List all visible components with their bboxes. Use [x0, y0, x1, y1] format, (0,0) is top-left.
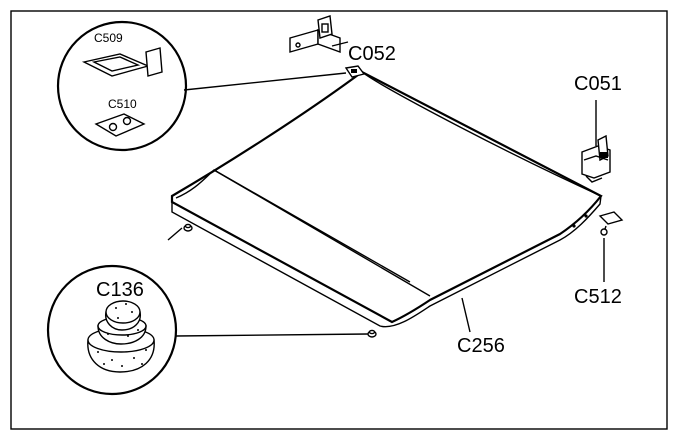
- foot-marker-left: [183, 223, 193, 232]
- foot-marker-bottom: [367, 329, 377, 338]
- hinge-c052: [289, 15, 349, 53]
- label-c052: C052: [348, 43, 396, 65]
- label-c509: C509: [94, 31, 123, 45]
- detail-circle-top: [56, 20, 347, 152]
- label-c256: C256: [457, 335, 505, 357]
- label-c512: C512: [574, 286, 622, 308]
- diagram-frame: [10, 10, 668, 430]
- bracket-c512: [598, 211, 624, 236]
- hinge-c051: [581, 134, 611, 183]
- label-c051: C051: [574, 73, 622, 95]
- bracket-c509-on-cover: [344, 65, 366, 78]
- leader-c256: [461, 297, 471, 333]
- top-cover-panel: [170, 70, 603, 328]
- label-c510: C510: [108, 97, 137, 111]
- detail-circle-bottom: [46, 227, 369, 396]
- label-c136: C136: [96, 279, 144, 301]
